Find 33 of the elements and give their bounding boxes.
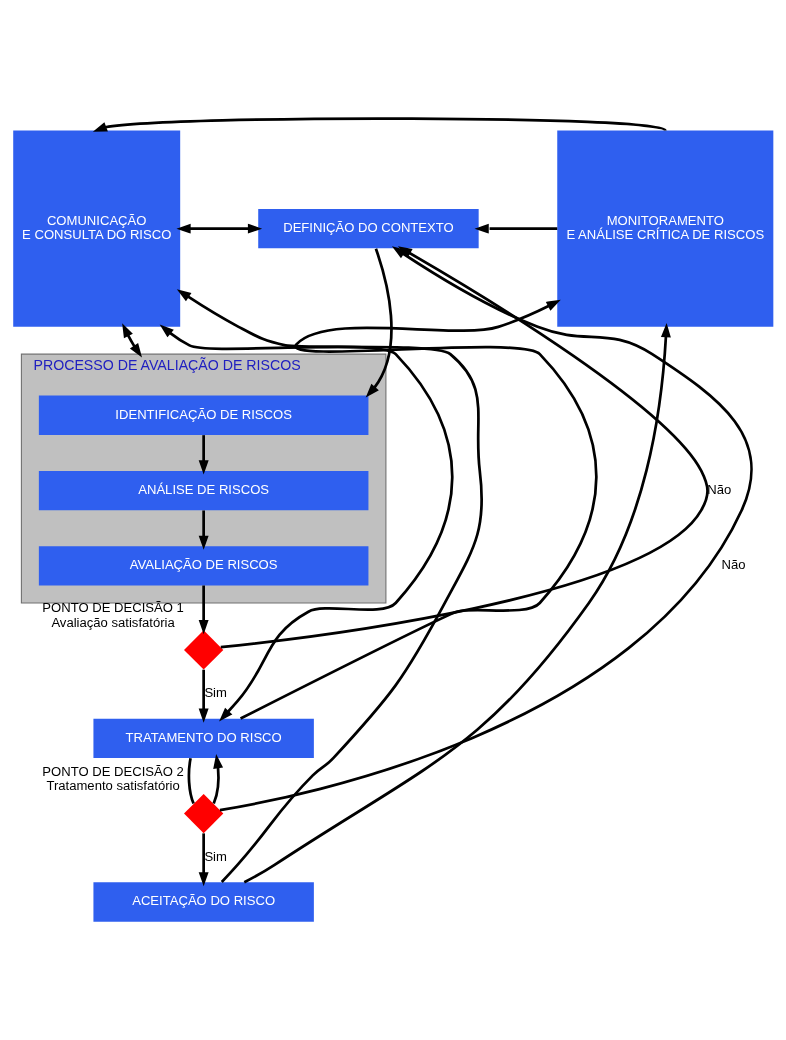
node-diamond <box>184 630 224 670</box>
arrow <box>474 223 558 234</box>
arrow <box>212 754 224 804</box>
node-label: Avaliação satisfatória <box>51 614 175 630</box>
node-label: PONTO DE DECISÃO 2 <box>42 764 184 780</box>
arrow <box>92 117 666 132</box>
node-box: ACEITAÇÃO DO RISCO <box>93 882 314 922</box>
edge-label: Não <box>707 481 732 497</box>
arrow <box>198 435 209 475</box>
node-box: ANÁLISE DE RISCOS <box>38 470 369 511</box>
node-label: Tratamento satisfatório <box>46 778 180 794</box>
edge-label: Não <box>721 557 746 573</box>
edge-label: Sim <box>204 685 227 701</box>
arrow <box>198 669 209 723</box>
arrow <box>198 833 209 887</box>
node-box: IDENTIFICAÇÃO DE RISCOS <box>38 395 369 435</box>
arrow <box>176 223 263 234</box>
connector <box>187 757 195 804</box>
arrow <box>239 299 598 720</box>
arrow <box>243 323 671 884</box>
edge-label: Sim <box>204 849 227 865</box>
arrow <box>198 585 209 635</box>
arrow <box>198 510 209 550</box>
arrow <box>159 324 454 722</box>
arrow <box>122 323 142 358</box>
node-box: MONITORAMENTO E ANÁLISE CRÍTICA DE RISCOS <box>557 130 774 327</box>
node-diamond <box>184 793 224 834</box>
arrow <box>176 289 484 883</box>
node-box: DEFINIÇÃO DO CONTEXTO <box>258 209 479 249</box>
arrow <box>365 248 393 398</box>
node-box: COMUNICAÇÃO E CONSULTA DO RISCO <box>13 130 181 327</box>
node-box: AVALIAÇÃO DE RISCOS <box>38 546 369 586</box>
node-box: TRATAMENTO DO RISCO <box>93 718 314 758</box>
